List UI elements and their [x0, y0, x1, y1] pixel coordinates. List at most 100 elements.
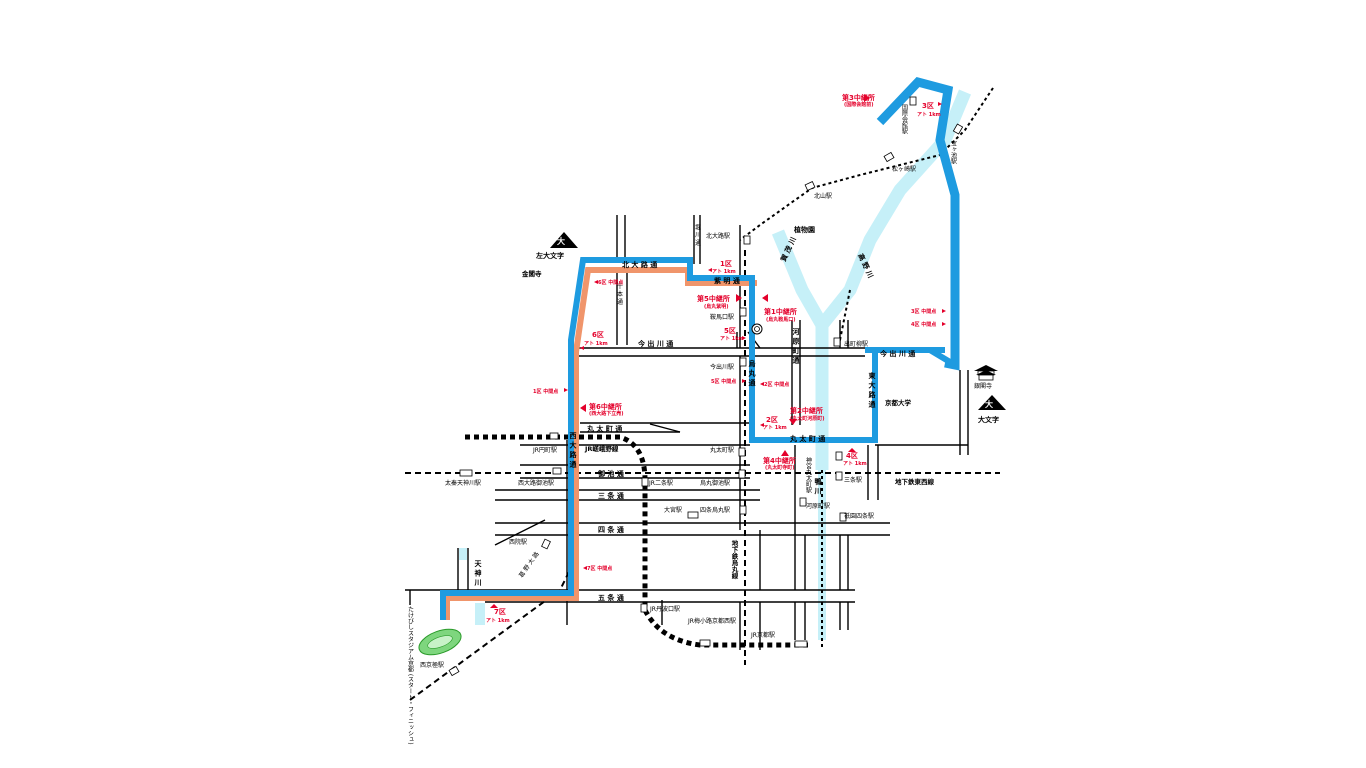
station-jr-tambaguchi: JR丹波口駅 [649, 605, 680, 613]
station-jingu-marutamachi: 神宮丸太町駅 [805, 456, 812, 494]
road-shijo: 四 条 通 [598, 525, 625, 534]
relay-2-label: 第2中継所 [790, 406, 823, 415]
road-oike: 御 池 通 [597, 469, 625, 478]
tenjin-river-lower [475, 603, 485, 625]
station-kawaramachi: 河原町駅 [806, 502, 830, 510]
takano-river [816, 89, 971, 330]
svg-text:大: 大 [557, 236, 565, 246]
section-3: 3区 [922, 102, 934, 110]
relay-1-arrow [762, 294, 768, 302]
streets [405, 215, 969, 650]
place-botanical-garden: 植物園 [793, 225, 815, 234]
relay-1-label: 第1中継所 [764, 307, 797, 316]
road-shimei: 紫 明 通 [714, 276, 741, 285]
station-jr-nijo: JR二条駅 [648, 479, 673, 487]
section-6-ato: アト 1km [584, 341, 608, 347]
diag-2 [649, 423, 681, 433]
section-1: 1区 [720, 260, 732, 268]
relay-4-arrow [781, 450, 789, 456]
station-nishioji-oike: 西大路御池駅 [518, 479, 554, 487]
course-blue-imadegawa [865, 347, 957, 368]
road-tenjingawa: 天 神 川 [474, 560, 483, 587]
road-kadono: 葛 野 大 路 [517, 550, 541, 579]
section-5: 5区 [724, 327, 736, 335]
road-kawaramachi: 河 原 町 通 [792, 327, 801, 364]
station-jr-kyoto: JR京都駅 [750, 631, 775, 639]
section-3-ato: アト 1km [917, 112, 941, 118]
section-4: 4区 [846, 452, 858, 460]
diag-kadono [494, 519, 546, 546]
place-daimonji: 大文字 [978, 415, 999, 424]
road-sanjo: 三 条 通 [598, 491, 625, 500]
relay-3-sub: (国際会館前) [844, 101, 874, 108]
relay-4-label: 第4中継所 [763, 456, 796, 465]
station-uzumasa-tenjingawa: 太秦天神川駅 [445, 479, 481, 487]
road-nishioji: 西 大 路 通 [569, 432, 578, 468]
station-demachiyanagi: 出町柳駅 [844, 340, 868, 348]
relay-5-sub: (烏丸紫明) [704, 303, 729, 310]
station-jr-umekoji: JR梅小路京都西駅 [687, 617, 736, 625]
stadium [418, 628, 462, 656]
section-2-ato: アト 1km [763, 425, 787, 431]
station-labels: 北大路駅 鞍馬口駅 今出川駅 出町柳駅 北山駅 松ヶ崎駅 国際会館駅 宝ヶ池駅 … [420, 104, 957, 669]
station-imadegawa: 今出川駅 [710, 363, 734, 371]
course-blue-west [440, 257, 945, 620]
place-kinkakuji: 金閣寺 [521, 269, 542, 278]
hankyu-line [409, 559, 576, 701]
midpoint-2: 2区 中間点 [764, 381, 789, 388]
line-sagano-label: JR嵯峨野線 [584, 444, 619, 453]
midpoint-4: 4区 中間点 [911, 321, 936, 328]
road-gojo: 五 条 通 [598, 593, 625, 602]
section-markers: 1区 アト 1km 2区 アト 1km 3区 アト 1km 4区 アト 1km … [486, 102, 942, 624]
hidari-daimonji-icon [550, 232, 578, 248]
section-7-ato: アト 1km [486, 618, 510, 624]
course [440, 76, 960, 620]
relay-6-sub: (西大路下立売) [589, 410, 624, 417]
line-karasuma-label: 地下鉄烏丸線 [730, 539, 739, 581]
road-marutamachi-east: 丸 太 町 通 [789, 434, 826, 443]
section-7: 7区 [494, 608, 506, 616]
stadium-field [427, 635, 453, 649]
station-omiya: 大宮駅 [664, 506, 682, 514]
midpoint-1: 1区 中間点 [533, 388, 558, 395]
place-ginkakuji: 銀閣寺 [974, 382, 992, 390]
relay-5-arrow [736, 294, 742, 302]
relay-points: 第1中継所 (烏丸鞍馬口) 第2中継所 (丸太町河原町) 第3中継所 (国際会館… [580, 93, 875, 471]
daimonji-marks: 大 大 [550, 232, 1006, 410]
station-sanjo: 三条駅 [844, 476, 862, 484]
daimonji-icon [978, 395, 1006, 410]
eizan-line [739, 87, 994, 241]
kamo-river [771, 229, 829, 470]
road-higashioji: 東 大 路 通 [868, 371, 877, 408]
station-shijo-karasuma: 四条烏丸駅 [700, 506, 730, 514]
station-gion-shijo: 祇園四条駅 [844, 512, 874, 520]
station-saiin: 西院駅 [509, 538, 527, 546]
road-marutamachi-west: 丸 太 町 通 [586, 424, 623, 433]
midpoint-6: 6区 中間点 [598, 279, 623, 286]
river-kamogawa-label: 鴨 川 [814, 477, 823, 495]
section-4-ato: アト 1km [843, 461, 867, 467]
relay-6-label: 第6中継所 [589, 402, 622, 411]
station-karasuma-oike: 烏丸御池駅 [700, 479, 730, 487]
road-karasuma: 烏 丸 通 [748, 359, 757, 387]
ginkakuji-icon [974, 365, 998, 381]
road-imadegawa-west: 今 出 川 通 [637, 339, 674, 348]
station-boxes [448, 96, 964, 677]
relay-2-sub: (丸太町河原町) [790, 415, 825, 422]
place-hidari-daimonji: 左大文字 [535, 251, 564, 260]
place-labels: 左大文字 金閣寺 植物園 京都大学 銀閣寺 大文字 たけびしスタジアム京都 (ス… [407, 225, 1000, 745]
midpoint-7: 7区 中間点 [587, 565, 612, 572]
relay-2-arrow [789, 419, 797, 425]
section-5-ato: アト 1km [720, 336, 744, 342]
station-kitayama: 北山駅 [814, 192, 832, 200]
station-matsugasaki: 松ヶ崎駅 [892, 165, 916, 173]
station-kitaoji: 北大路駅 [706, 232, 730, 240]
relay-5-label: 第5中継所 [697, 294, 730, 303]
section-2: 2区 [766, 416, 778, 424]
station-kokusaikaikan: 国際会館駅 [901, 104, 908, 135]
station-kuramaguchi: 鞍馬口駅 [710, 313, 734, 321]
station-jr-emmachi: JR円町駅 [532, 447, 557, 454]
station-takaragaike: 宝ヶ池駅 [950, 139, 957, 165]
place-kyoto-univ: 京都大学 [885, 398, 912, 407]
